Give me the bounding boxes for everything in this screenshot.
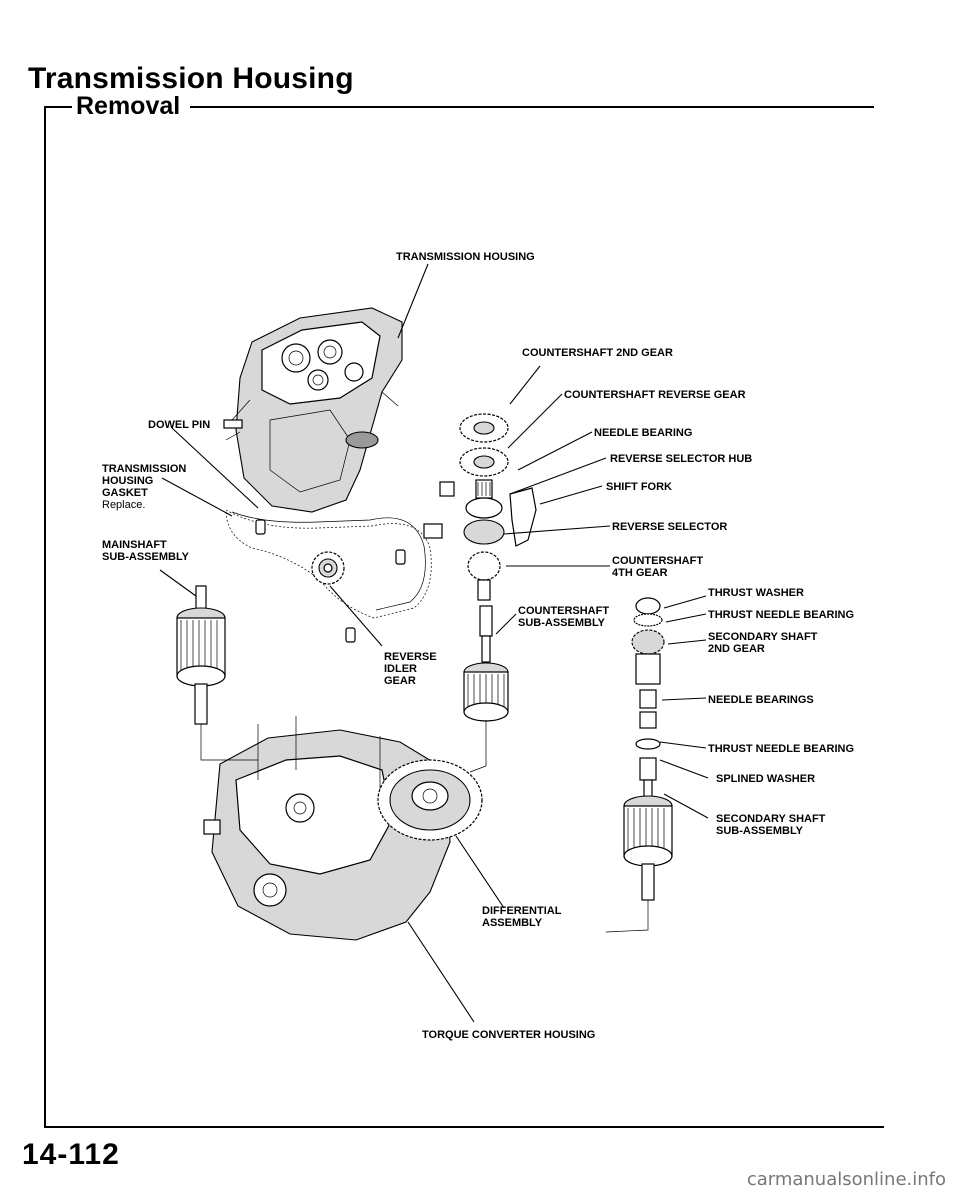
page-title: Transmission Housing [28,62,354,95]
reverse-idler-gear-illustration [311,551,345,585]
differential-illustration [377,759,483,841]
label-gasket-line1: TRANSMISSION [102,463,186,475]
label-mainshaft-line2: SUB-ASSEMBLY [102,551,190,563]
label-reverse-selector-hub: REVERSE SELECTOR HUB [610,453,752,465]
mainshaft-illustration [176,585,226,725]
secondary-shaft-parts-illustration [623,597,673,901]
label-gasket-line2: HOUSING [102,475,153,487]
label-differential-line1: DIFFERENTIAL [482,905,562,917]
transmission-housing-illustration [223,307,403,513]
label-dowel-pin: DOWEL PIN [148,419,210,431]
section-title: Removal [72,92,191,121]
label-splined-washer: SPLINED WASHER [716,773,815,785]
countershaft-parts-illustration [423,413,537,601]
label-thrust-needle-bearing-2: THRUST NEEDLE BEARING [708,743,854,755]
label-countershaft-sub-line1: COUNTERSHAFT [518,605,609,617]
label-countershaft-4th-line1: COUNTERSHAFT [612,555,703,567]
page-number: 14-112 [22,1138,120,1171]
label-reverse-idler-line3: GEAR [384,675,416,687]
frame-top-rule [44,106,874,108]
gasket-illustration [225,509,432,619]
label-mainshaft-line1: MAINSHAFT [102,539,167,551]
label-gasket-line3: GASKET [102,487,148,499]
label-countershaft-4th-line2: 4TH GEAR [612,567,668,579]
label-shift-fork: SHIFT FORK [606,481,672,493]
label-countershaft-reverse-gear: COUNTERSHAFT REVERSE GEAR [564,389,746,401]
label-thrust-washer: THRUST WASHER [708,587,804,599]
label-torque-converter-housing: TORQUE CONVERTER HOUSING [422,1029,595,1041]
label-needle-bearings: NEEDLE BEARINGS [708,694,814,706]
label-reverse-idler-line1: REVERSE [384,651,437,663]
label-reverse-selector: REVERSE SELECTOR [612,521,727,533]
label-countershaft-2nd-gear: COUNTERSHAFT 2ND GEAR [522,347,673,359]
label-thrust-needle-bearing-1: THRUST NEEDLE BEARING [708,609,854,621]
label-needle-bearing: NEEDLE BEARING [594,427,692,439]
dowel-pins [255,519,406,643]
frame-bottom-rule [44,1126,884,1128]
frame-left-rule [44,106,46,1126]
label-secondary-sub-line2: SUB-ASSEMBLY [716,825,804,837]
label-secondary-sub-line1: SECONDARY SHAFT [716,813,826,825]
label-reverse-idler-line2: IDLER [384,663,417,675]
label-transmission-housing: TRANSMISSION HOUSING [396,251,535,263]
label-gasket-note: Replace. [102,499,145,511]
label-countershaft-sub-line2: SUB-ASSEMBLY [518,617,606,629]
label-secondary-2nd-line1: SECONDARY SHAFT [708,631,818,643]
watermark: carmanualsonline.info [746,1169,946,1190]
leader-lines [159,263,709,1023]
label-secondary-2nd-line2: 2ND GEAR [708,643,765,655]
label-differential-line2: ASSEMBLY [482,917,543,929]
callout-labels: TRANSMISSION HOUSING COUNTERSHAFT 2ND GE… [102,251,854,1041]
countershaft-illustration [463,605,509,722]
